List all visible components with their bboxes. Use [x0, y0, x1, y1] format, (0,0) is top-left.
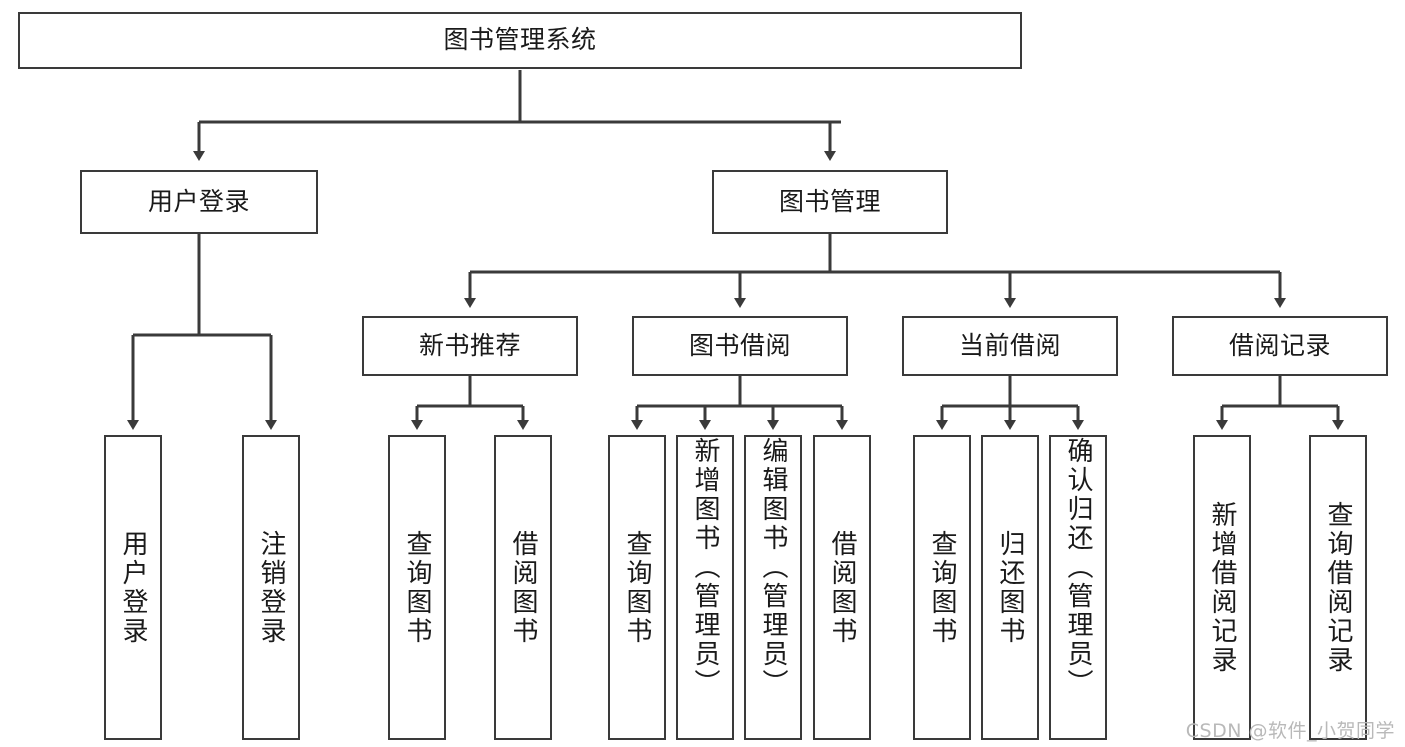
- node-label: 查询图书: [622, 529, 652, 646]
- leaf-user-login-logout[interactable]: 注销登录: [242, 435, 300, 740]
- leaf-new-book-borrow[interactable]: 借阅图书: [494, 435, 552, 740]
- node-new-book-recommend[interactable]: 新书推荐: [362, 316, 578, 376]
- node-label: 查询借阅记录: [1323, 500, 1353, 675]
- node-label: 确认归还（管理员）: [1063, 437, 1093, 698]
- node-label: 当前借阅: [958, 330, 1061, 360]
- node-label: 查询图书: [927, 529, 957, 646]
- node-label: 注销登录: [256, 529, 286, 646]
- leaf-current-return-book[interactable]: 归还图书: [981, 435, 1039, 740]
- node-label: 图书管理: [778, 186, 881, 216]
- node-label: 图书借阅: [688, 330, 791, 360]
- node-user-login[interactable]: 用户登录: [80, 170, 318, 234]
- node-borrow-record[interactable]: 借阅记录: [1172, 316, 1388, 376]
- leaf-new-book-query[interactable]: 查询图书: [388, 435, 446, 740]
- watermark: CSDN @软件_小贺同学: [1185, 720, 1395, 742]
- node-label: 新书推荐: [418, 330, 521, 360]
- leaf-borrow-edit-book-admin[interactable]: 编辑图书（管理员）: [744, 435, 802, 740]
- node-book-borrow[interactable]: 图书借阅: [632, 316, 848, 376]
- node-book-management[interactable]: 图书管理: [712, 170, 948, 234]
- node-label: 归还图书: [995, 529, 1025, 646]
- leaf-record-query-record[interactable]: 查询借阅记录: [1309, 435, 1367, 740]
- node-label: 新增借阅记录: [1207, 500, 1237, 675]
- node-label: 用户登录: [118, 529, 148, 646]
- node-label: 图书管理系统: [443, 25, 597, 55]
- node-label: 借阅图书: [827, 529, 857, 646]
- node-label: 新增图书（管理员）: [690, 437, 720, 698]
- leaf-current-query-book[interactable]: 查询图书: [913, 435, 971, 740]
- node-label: 借阅图书: [508, 529, 538, 646]
- leaf-borrow-borrow-book[interactable]: 借阅图书: [813, 435, 871, 740]
- leaf-current-confirm-return-admin[interactable]: 确认归还（管理员）: [1049, 435, 1107, 740]
- node-label: 编辑图书（管理员）: [758, 437, 788, 698]
- leaf-record-add-record[interactable]: 新增借阅记录: [1193, 435, 1251, 740]
- node-current-borrow[interactable]: 当前借阅: [902, 316, 1118, 376]
- node-label: 查询图书: [402, 529, 432, 646]
- node-label: 用户登录: [147, 186, 250, 216]
- node-root-book-management-system[interactable]: 图书管理系统: [18, 12, 1022, 69]
- leaf-borrow-query-book[interactable]: 查询图书: [608, 435, 666, 740]
- leaf-user-login-login[interactable]: 用户登录: [104, 435, 162, 740]
- leaf-borrow-add-book-admin[interactable]: 新增图书（管理员）: [676, 435, 734, 740]
- node-label: 借阅记录: [1228, 330, 1331, 360]
